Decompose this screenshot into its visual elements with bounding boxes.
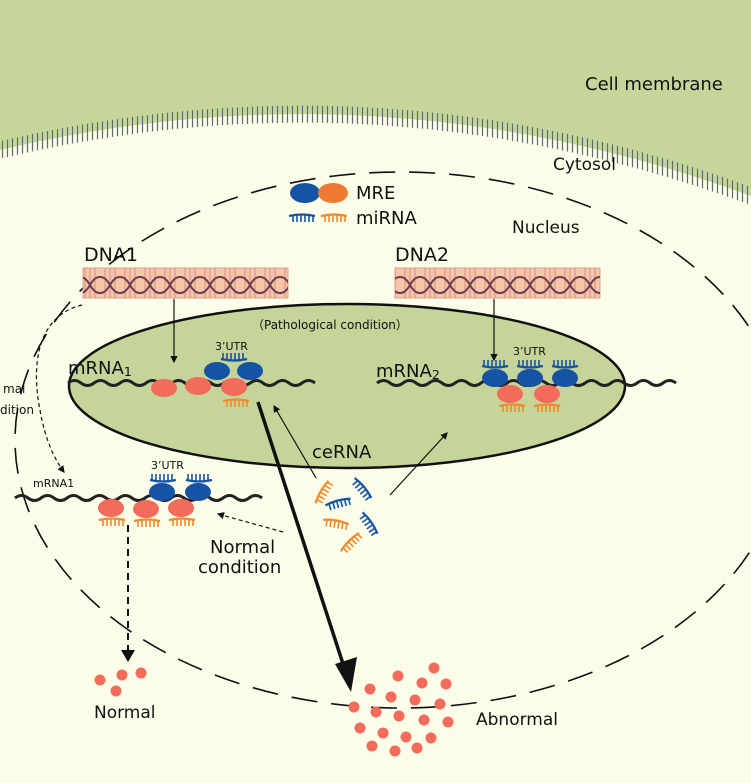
- mrna1-nucleus: [67, 351, 316, 409]
- cell-membrane: [0, 105, 751, 204]
- extracellular-region: [0, 0, 751, 196]
- cell-membrane-label: Cell membrane: [585, 74, 723, 95]
- normal-arrowhead: [121, 650, 135, 662]
- normal-protein-dots: [94, 667, 147, 697]
- abnormal-protein-dots: [348, 662, 454, 757]
- cerna-to-mrna1-arrow: [273, 404, 317, 479]
- left-partial-label-line2: dition: [0, 403, 34, 417]
- pathological-condition-label: （Pathological condition）: [252, 318, 408, 332]
- dna1-to-cytosol-arrow: [35, 304, 83, 473]
- cytosol-label: Cytosol: [553, 155, 616, 175]
- legend-mirna-label: miRNA: [356, 208, 417, 229]
- abnormal-outcome-label: Abnormal: [476, 710, 558, 730]
- cerna-mirna-cluster: [312, 475, 381, 557]
- dna2-label: DNA2: [395, 244, 449, 266]
- mrna2-label: mRNA2: [376, 361, 440, 382]
- mrna1-cytosol-label: mRNA1: [33, 477, 75, 490]
- dna1-helix-icon: [82, 267, 289, 299]
- legend-mirna-icon: [287, 212, 349, 224]
- dna1-label: DNA1: [84, 244, 138, 266]
- normal-condition-arrow: [216, 512, 284, 533]
- utr-label-cytosol: 3’UTR: [151, 459, 184, 472]
- legend-mre-icon: [290, 183, 348, 203]
- normal-condition-label-line1: Normal: [210, 537, 276, 558]
- abnormal-arrow: [256, 401, 347, 671]
- mrna1-cytosol: [14, 472, 263, 529]
- mrna1-label: mRNA1: [68, 358, 132, 379]
- utr-label-mrna2: 3’UTR: [513, 345, 546, 358]
- abnormal-arrowhead: [335, 657, 357, 692]
- cerna-label: ceRNA: [312, 442, 372, 463]
- dna2-helix-icon: [394, 267, 601, 299]
- nucleus-oval: [67, 302, 627, 470]
- utr-label-mrna1: 3’UTR: [215, 340, 248, 353]
- nucleus-label: Nucleus: [512, 218, 580, 238]
- mrna2-nucleus: [376, 358, 677, 414]
- left-partial-label-line1: mal: [3, 382, 26, 396]
- cerna-to-mrna2-arrow: [389, 432, 448, 496]
- normal-outcome-label: Normal: [94, 703, 156, 723]
- normal-condition-label-line2: condition: [198, 557, 282, 578]
- legend-mre-label: MRE: [356, 183, 396, 204]
